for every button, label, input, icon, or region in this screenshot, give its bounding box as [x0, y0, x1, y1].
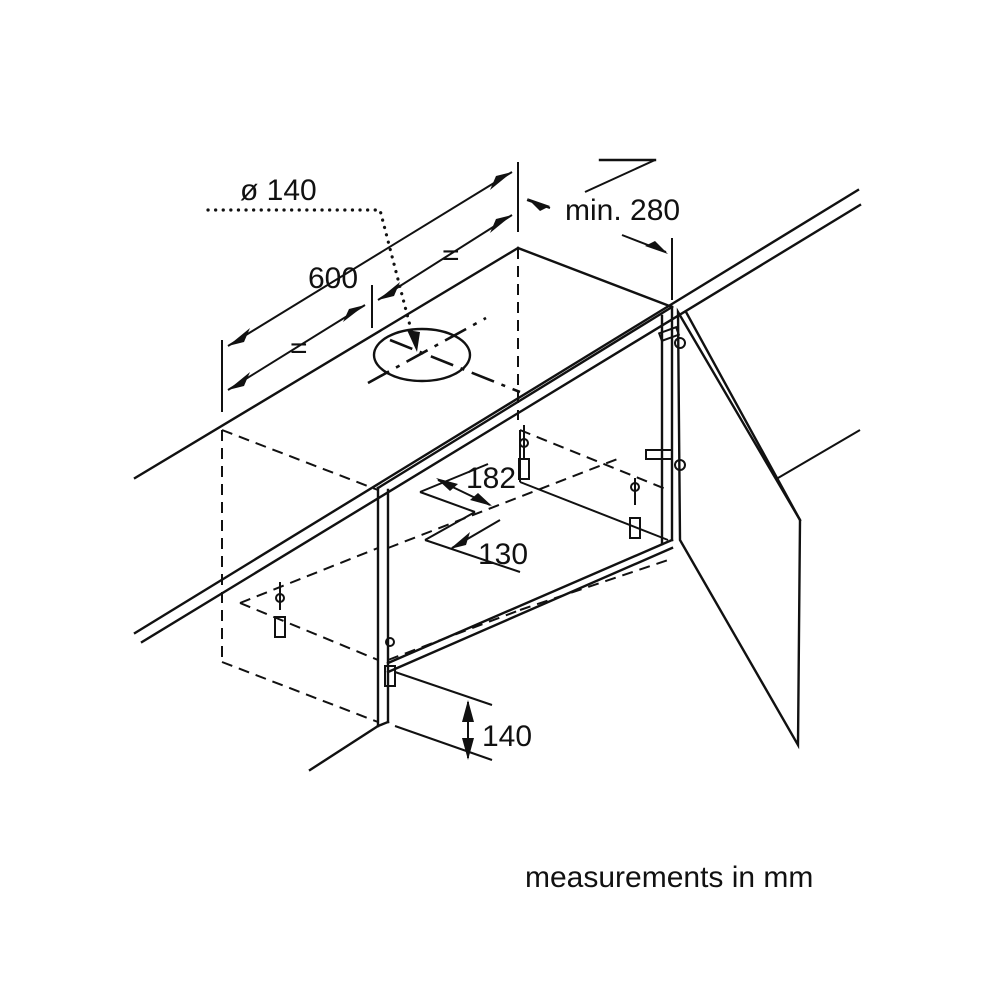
- hidden-edges: [221, 248, 669, 723]
- cutout-width-label: 130: [478, 538, 528, 571]
- bottom-height-label: 140: [482, 720, 532, 753]
- duct-diameter-label: ø 140: [240, 174, 317, 207]
- dimension-labels: ø 140 600 = = min. 280 182 130 140: [240, 174, 680, 753]
- equal-left-label: =: [290, 332, 308, 365]
- cabinet-rail: [133, 158, 862, 644]
- screw-icon: [274, 582, 286, 638]
- ceiling-edge: [584, 159, 656, 193]
- screw-icon: [518, 425, 530, 480]
- cabinet-door: [645, 307, 802, 750]
- cabinet-body: [308, 305, 861, 772]
- screw-icon: [629, 478, 641, 539]
- screw-icon: [384, 637, 396, 687]
- width-label: 600: [308, 262, 358, 295]
- units-caption: measurements in mm: [525, 861, 813, 894]
- equal-right-label: =: [442, 239, 460, 272]
- cutout-depth-label: 182: [466, 462, 516, 495]
- dimension-lines: [206, 162, 673, 761]
- min-depth-label: min. 280: [565, 194, 680, 227]
- fixing-screws: [274, 425, 641, 687]
- duct-opening: [367, 316, 521, 394]
